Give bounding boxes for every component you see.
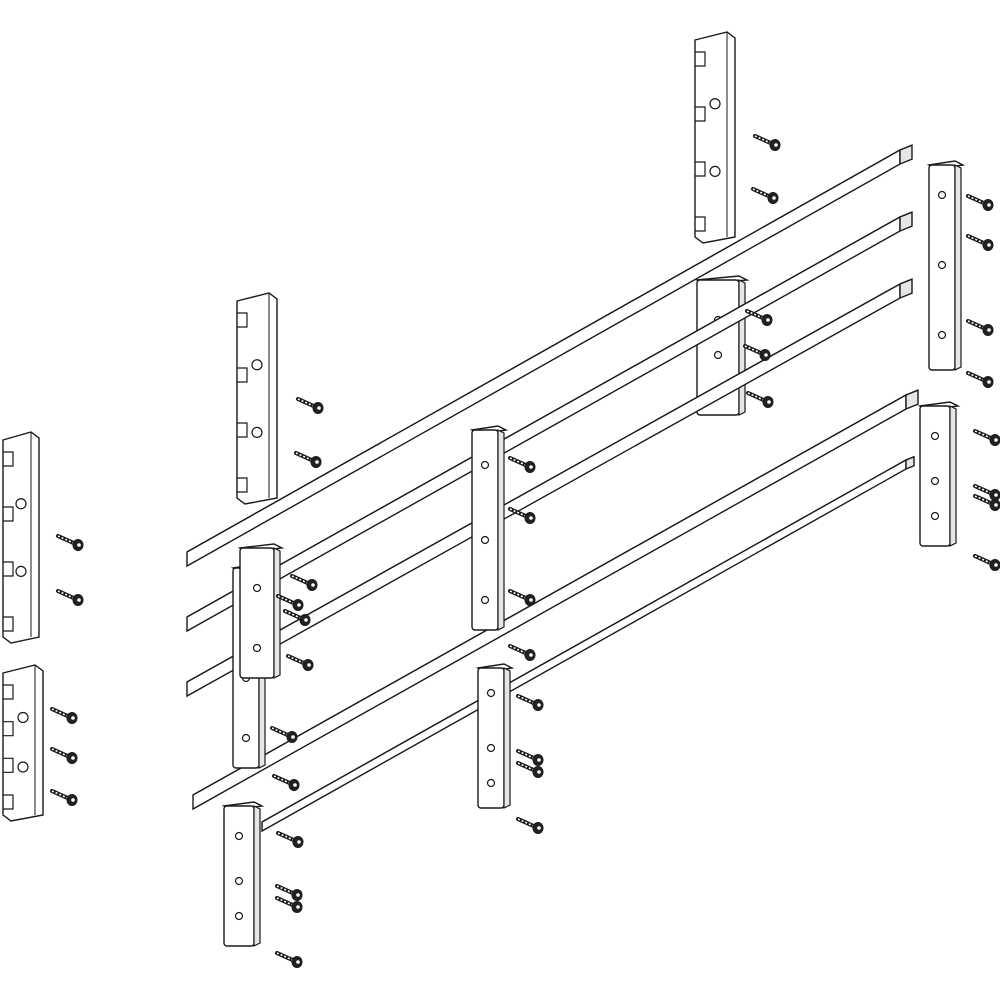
rail-4 — [192, 389, 919, 811]
screw — [743, 344, 771, 361]
mounting-hole — [930, 476, 940, 486]
end-support-right — [926, 160, 966, 371]
mounting-hole — [930, 511, 940, 521]
screw — [50, 747, 78, 764]
screw — [56, 534, 84, 551]
mounting-hole — [713, 350, 723, 360]
screw — [286, 654, 314, 671]
mounting-hole — [486, 688, 496, 698]
mounting-hole — [486, 743, 496, 753]
screw — [50, 707, 78, 724]
mounting-hole — [937, 190, 947, 200]
notch — [3, 451, 14, 467]
screw — [973, 484, 1000, 501]
screw — [275, 896, 303, 913]
screw — [516, 694, 544, 711]
mounting-hole — [480, 460, 490, 470]
mounting-hole — [480, 535, 490, 545]
rail-5 — [261, 455, 915, 833]
clamp-bracket-right — [917, 401, 961, 547]
screw — [751, 187, 779, 204]
mounting-hole — [252, 583, 262, 593]
mounting-hole — [930, 431, 940, 441]
mounting-hole — [234, 911, 244, 921]
rail-3 — [186, 278, 913, 698]
screw — [966, 234, 994, 251]
mounting-hole — [241, 733, 251, 743]
screw — [966, 371, 994, 388]
screw — [753, 134, 781, 151]
screw — [275, 951, 303, 968]
screw — [508, 644, 536, 661]
notch — [3, 561, 14, 577]
notch — [695, 106, 706, 122]
screw — [745, 309, 773, 326]
mounting-hole — [234, 876, 244, 886]
notch — [237, 312, 248, 328]
notch — [3, 757, 14, 773]
notch — [237, 422, 248, 438]
notch — [3, 506, 14, 522]
screw — [973, 429, 1000, 446]
screw — [516, 761, 544, 778]
clamp-bracket-middle — [475, 663, 515, 809]
screw — [283, 609, 311, 626]
clamp-block-top-left — [236, 292, 278, 505]
screw — [290, 574, 318, 591]
screw — [56, 589, 84, 606]
notch — [695, 161, 706, 177]
screw — [516, 817, 544, 834]
screw — [966, 319, 994, 336]
screw — [275, 884, 303, 901]
rail-1 — [186, 144, 913, 568]
mounting-hole — [252, 643, 262, 653]
screw — [973, 554, 1000, 571]
screw — [276, 831, 304, 848]
screw — [516, 749, 544, 766]
clamp-block-top-right — [694, 31, 736, 244]
screw — [296, 397, 324, 414]
middle-support — [469, 425, 509, 631]
end-clamp-block-left — [2, 664, 44, 822]
mounting-hole — [937, 260, 947, 270]
screw — [508, 507, 536, 524]
notch — [3, 794, 14, 810]
front-rear-support-left — [237, 543, 285, 679]
mounting-hole — [486, 778, 496, 788]
clamp-bracket-left — [221, 801, 265, 947]
mounting-hole — [937, 330, 947, 340]
notch — [695, 51, 706, 67]
clamp-block-left — [2, 431, 40, 644]
screw — [276, 594, 304, 611]
screw — [508, 456, 536, 473]
notch — [237, 367, 248, 383]
notch — [237, 477, 248, 493]
rail-2 — [186, 211, 913, 633]
mounting-hole — [234, 831, 244, 841]
notch — [3, 684, 14, 700]
screw — [973, 494, 1000, 511]
screw — [272, 774, 300, 791]
screw — [294, 451, 322, 468]
screw — [508, 589, 536, 606]
screw — [966, 194, 994, 211]
notch — [695, 216, 706, 232]
notch — [3, 721, 14, 737]
screw — [50, 789, 78, 806]
mounting-hole — [480, 595, 490, 605]
screw — [270, 726, 298, 743]
screw — [746, 391, 774, 408]
notch — [3, 616, 14, 632]
